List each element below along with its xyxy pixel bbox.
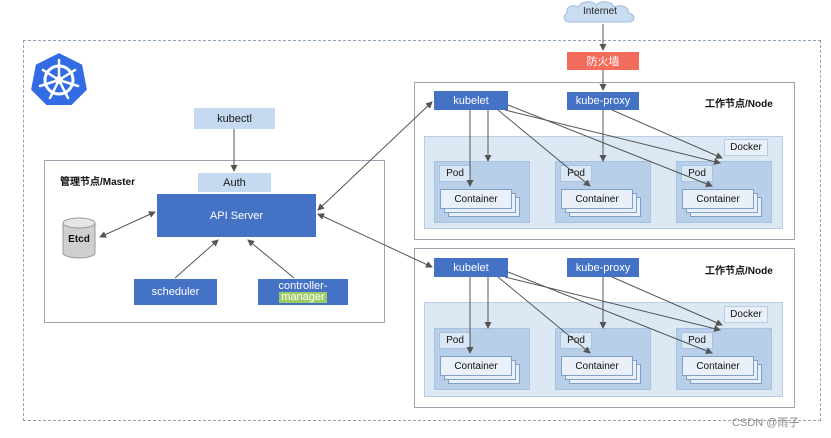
arrow-api-kubelet-2 — [317, 213, 433, 268]
node-2-pod-3-container: Container — [682, 356, 754, 376]
firewall-box: 防火墙 — [567, 52, 639, 70]
node-1-pod-2-container: Container — [561, 189, 633, 209]
node-1-pod-1-label: Pod — [439, 165, 471, 182]
arrow-etcd-api — [99, 211, 156, 238]
node-1-pod-2-label: Pod — [560, 165, 592, 182]
controller-manager-box: controller- manager — [258, 279, 348, 305]
database-icon — [62, 217, 96, 259]
watermark: CSDN @雨子 — [732, 417, 800, 429]
node-2-kubelet: kubelet — [434, 258, 508, 277]
node-2-pod-1-label: Pod — [439, 332, 471, 349]
cluster-boundary — [23, 40, 821, 421]
internet-label: Internet — [583, 6, 617, 17]
kubernetes-logo-icon — [28, 50, 90, 108]
cloud-icon — [562, 0, 638, 24]
kubectl-box: kubectl — [194, 108, 275, 129]
node-2-title: 工作节点/Node — [705, 266, 773, 277]
node-2-kube-proxy: kube-proxy — [567, 258, 639, 277]
arrow-api-kubelet-1 — [317, 101, 433, 211]
master-title: 管理节点/Master — [60, 177, 136, 188]
controller-manager-label-2: manager — [279, 291, 327, 303]
scheduler-box: scheduler — [134, 279, 217, 305]
controller-manager-label-1: controller- — [278, 280, 328, 292]
etcd-label: Etcd — [68, 234, 90, 245]
auth-box: Auth — [198, 173, 271, 192]
node-1-pod-3-label: Pod — [681, 165, 713, 182]
api-server-box: API Server — [157, 194, 316, 237]
node-2-docker-label: Docker — [724, 306, 768, 323]
node-2-pod-2-container: Container — [561, 356, 633, 376]
arrow-scheduler-api — [174, 239, 219, 279]
arrow-controller-api — [247, 239, 295, 279]
node-2-pod-3-label: Pod — [681, 332, 713, 349]
node-1-title: 工作节点/Node — [705, 99, 773, 110]
node-1-kube-proxy: kube-proxy — [567, 92, 639, 110]
node-1-docker-label: Docker — [724, 139, 768, 156]
node-1-kubelet: kubelet — [434, 91, 508, 110]
node-1-pod-3-container: Container — [682, 189, 754, 209]
node-2-pod-2-label: Pod — [560, 332, 592, 349]
node-2-pod-1-container: Container — [440, 356, 512, 376]
node-1-pod-1-container: Container — [440, 189, 512, 209]
